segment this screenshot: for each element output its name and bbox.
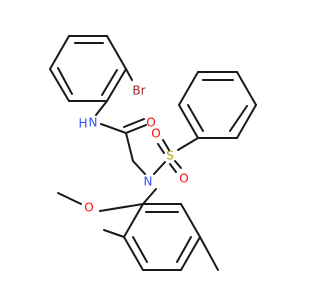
bond-aryl-methyl (199, 236, 219, 271)
bond-sulfur-phenyl (177, 137, 199, 151)
bond-nitrogen-aryl (142, 188, 157, 205)
structure-diagram: Br N H O N S O O (49, 35, 257, 271)
molecule-canvas: Br N H O N S O O (49, 35, 257, 271)
sulfonyl-lower-bond-a (174, 160, 182, 169)
sulfur-label: S (166, 149, 174, 163)
bromine-label: Br (132, 84, 145, 98)
bond-methoxy-oxygen-aryl-upper (99, 203, 144, 212)
bond-aryl-methoxy-oxygen (103, 229, 125, 238)
sulfonyl-left-bond-b (162, 139, 170, 151)
amide-nitrogen-label: N (89, 116, 98, 130)
amide-hydrogen-label: H (78, 117, 87, 131)
bond-ring-amide-nitrogen (95, 100, 108, 116)
bond-methylene-sulfonamide-nitrogen (132, 160, 146, 175)
bond-carbonyl-methylene (125, 132, 134, 162)
sulfonamide-nitrogen-label: N (144, 175, 153, 189)
bond-methoxy-methyl (57, 192, 82, 205)
methoxy-methylphenyl-ring (123, 203, 201, 271)
sulfonyl-lower-bond-b (169, 163, 177, 173)
carbonyl-double-bond-b (123, 118, 145, 128)
sulfonyl-left-bond-a (157, 143, 165, 154)
bromophenyl-ring (49, 35, 127, 102)
sulfonyl-oxygen-lower-label: O (179, 172, 188, 186)
phenyl-ring (178, 71, 257, 139)
carbonyl-oxygen-label: O (146, 116, 155, 130)
methoxy-oxygen-label: O (84, 201, 93, 215)
carbonyl-double-bond-a (125, 124, 147, 134)
bond-ring-bromine (125, 68, 133, 81)
sulfonyl-oxygen-left-label: O (151, 127, 160, 141)
bond-nitrogen-sulfur (153, 161, 166, 175)
bond-amide-nitrogen-carbonyl (100, 123, 127, 134)
